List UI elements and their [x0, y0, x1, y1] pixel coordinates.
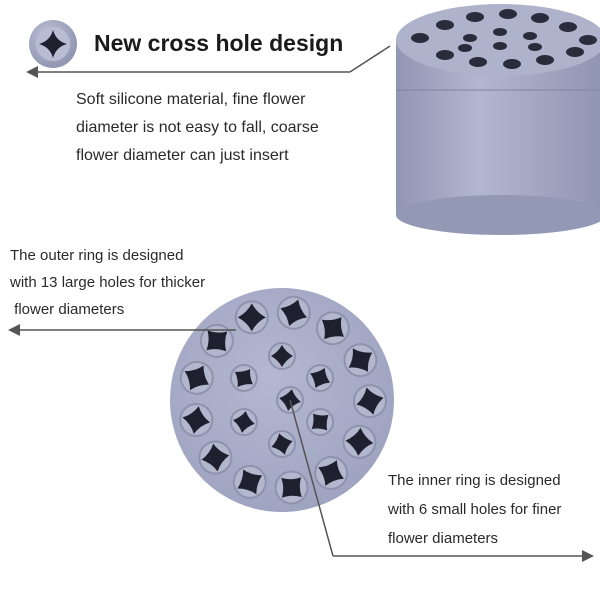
cross-hole [179, 360, 214, 395]
container-3d-view [396, 4, 600, 235]
cross-hole [352, 384, 387, 419]
disc-top-view [170, 288, 394, 512]
cross-hole [274, 470, 309, 505]
cross-hole [314, 456, 349, 491]
cross-hole [315, 311, 350, 346]
cross-hole [306, 408, 335, 436]
outer-ring-label: The outer ring is designed with 13 large… [10, 242, 260, 323]
top-callout-arrow [26, 45, 391, 78]
inner-ring-label: The inner ring is designed with 6 small … [388, 466, 598, 553]
cross-hole [179, 402, 214, 437]
inner-ring-line: flower diameters [388, 530, 499, 547]
cross-hole [229, 364, 258, 392]
inner-ring-arrow [289, 399, 594, 562]
cross-hole-icon [29, 20, 77, 68]
cross-hole [199, 323, 234, 358]
description-line: flower diameter can just insert [76, 147, 289, 164]
cross-hole [306, 364, 335, 392]
outer-ring-line: flower diameters [10, 301, 125, 318]
cross-hole [268, 342, 296, 370]
description-line: Soft silicone material, fine flower [76, 91, 306, 108]
description-line: diameter is not easy to fall, coarse [76, 119, 319, 136]
cross-hole [268, 430, 296, 458]
inner-ring-line: The inner ring is designed [388, 472, 561, 489]
cross-hole [343, 343, 378, 378]
feature-description: Soft silicone material, fine flower diam… [76, 86, 406, 170]
feature-title: New cross hole design [94, 30, 344, 56]
cross-hole [198, 440, 233, 475]
inner-ring-line: with 6 small holes for finer [388, 501, 562, 518]
cross-hole [234, 300, 269, 335]
outer-ring-line: with 13 large holes for thicker [10, 274, 206, 291]
cross-hole [232, 464, 267, 499]
cross-hole [276, 295, 311, 330]
outer-ring-arrow [8, 324, 236, 336]
cross-hole [229, 408, 258, 436]
outer-ring-line: The outer ring is designed [10, 247, 184, 264]
cross-hole [342, 424, 377, 459]
